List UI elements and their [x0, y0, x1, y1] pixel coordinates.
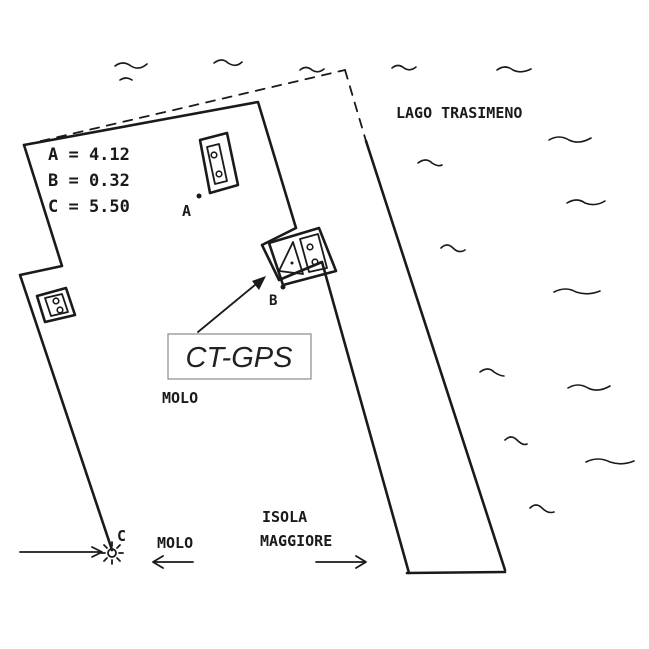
- point-a-marker: [196, 193, 202, 199]
- lake-label: LAGO TRASIMENO: [396, 104, 522, 122]
- triangle-marker-icon: [278, 241, 304, 275]
- legend-line-b: B = 0.32: [48, 171, 130, 191]
- wave-mark: [548, 136, 592, 143]
- arrow-icon: [315, 555, 367, 569]
- pillar-a: [196, 131, 240, 199]
- wave-mark: [417, 159, 443, 167]
- wave-mark: [585, 458, 635, 465]
- wave-mark: [479, 368, 505, 377]
- callout-arrow: [197, 276, 266, 333]
- wave-mark: [114, 62, 148, 69]
- water-waves: [114, 59, 635, 514]
- wave-mark: [213, 59, 243, 67]
- wave-mark: [496, 66, 532, 73]
- legend: A = 4.12 B = 0.32 C = 5.50: [48, 145, 130, 217]
- arrow-icon: [19, 546, 103, 558]
- wave-mark: [553, 288, 601, 295]
- wave-mark: [529, 504, 555, 514]
- shoreline-dashed: [23, 69, 367, 146]
- island-label-line2: MAGGIORE: [260, 532, 332, 550]
- point-c-label: C: [117, 527, 126, 545]
- point-a-label: A: [182, 202, 191, 220]
- wave-mark: [567, 384, 611, 391]
- island-label-line1: ISOLA: [262, 508, 307, 526]
- pillar-b: [267, 226, 338, 290]
- wave-mark: [504, 436, 528, 446]
- arrow-icon: [152, 555, 194, 569]
- wave-mark: [119, 77, 133, 81]
- wave-mark: [299, 66, 325, 73]
- legend-line-a: A = 4.12: [48, 145, 130, 165]
- point-b-label: B: [269, 293, 277, 309]
- wave-mark: [566, 199, 606, 206]
- point-b-marker: [280, 284, 286, 290]
- sun-marker-icon: [100, 541, 124, 565]
- wave-mark: [440, 244, 466, 253]
- pillar-left: [35, 286, 77, 324]
- callout-box: CT-GPS: [167, 333, 312, 380]
- legend-line-c: C = 5.50: [48, 197, 130, 217]
- pier-arrow-label: MOLO: [157, 534, 193, 552]
- wave-mark: [391, 64, 417, 71]
- callout-text: CT-GPS: [186, 342, 294, 374]
- pier-outline: [18, 100, 507, 575]
- pier-center-label: MOLO: [162, 389, 198, 407]
